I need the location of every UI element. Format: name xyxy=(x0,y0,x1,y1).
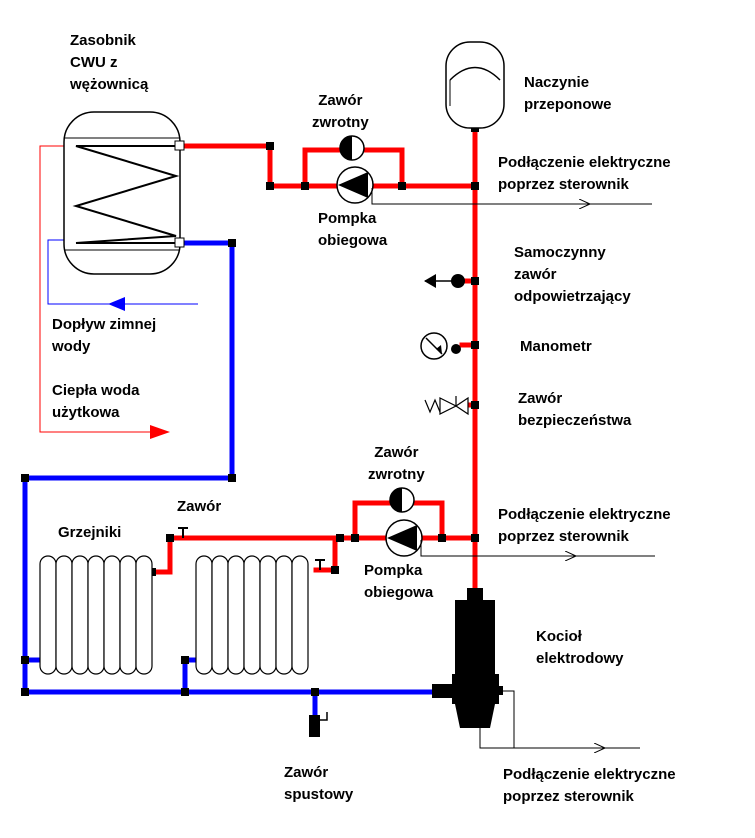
label-pressure-gauge: Manometr xyxy=(520,338,592,355)
check-valve-top-icon xyxy=(339,135,365,161)
label-radiator-valve: Zawór xyxy=(177,498,222,515)
pressure-gauge-icon xyxy=(420,332,461,360)
hot-water-arrow-icon xyxy=(150,425,170,439)
drain-valve-icon xyxy=(309,712,328,737)
pump-top-icon xyxy=(336,166,652,204)
hot-water-line xyxy=(39,145,160,433)
label-radiators: Grzejniki xyxy=(58,524,122,541)
hot-pipes xyxy=(149,125,478,601)
safety-valve-icon xyxy=(424,396,469,416)
radiator-left-icon xyxy=(39,555,153,675)
pipe-fittings xyxy=(21,124,479,696)
hot-water-tank-icon xyxy=(63,111,185,275)
pump-mid-icon xyxy=(385,519,655,556)
air-vent-icon xyxy=(424,274,465,288)
expansion-vessel-icon xyxy=(445,41,505,129)
cold-water-arrow-icon xyxy=(108,297,125,311)
electrode-boiler-icon xyxy=(432,588,640,748)
check-valve-mid-icon xyxy=(389,487,415,513)
radiator-valve-icon xyxy=(178,527,325,570)
cold-pipes xyxy=(22,240,453,718)
radiator-right-icon xyxy=(195,555,309,675)
